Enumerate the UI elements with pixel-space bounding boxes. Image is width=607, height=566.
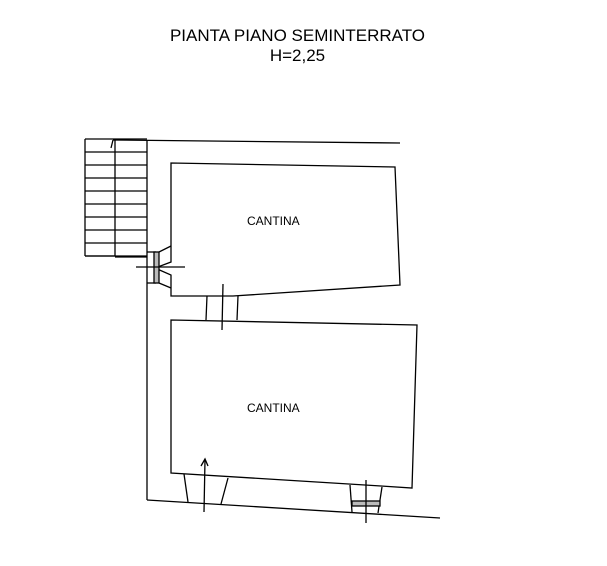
entry-door [183, 457, 229, 513]
height-label: H=2,25 [269, 46, 326, 65]
room-label-lower: CANTINA [247, 401, 300, 415]
outer-walls [112, 139, 441, 519]
passage-door [205, 283, 239, 331]
window-bottom [349, 480, 383, 523]
staircase [84, 138, 147, 258]
plan-title: PIANTA PIANO SEMINTERRATO [169, 26, 426, 45]
stair-line [110, 139, 114, 149]
room-upper [153, 162, 401, 297]
room-lower [170, 319, 418, 489]
room-label-upper: CANTINA [247, 214, 300, 228]
window-left [136, 245, 185, 289]
